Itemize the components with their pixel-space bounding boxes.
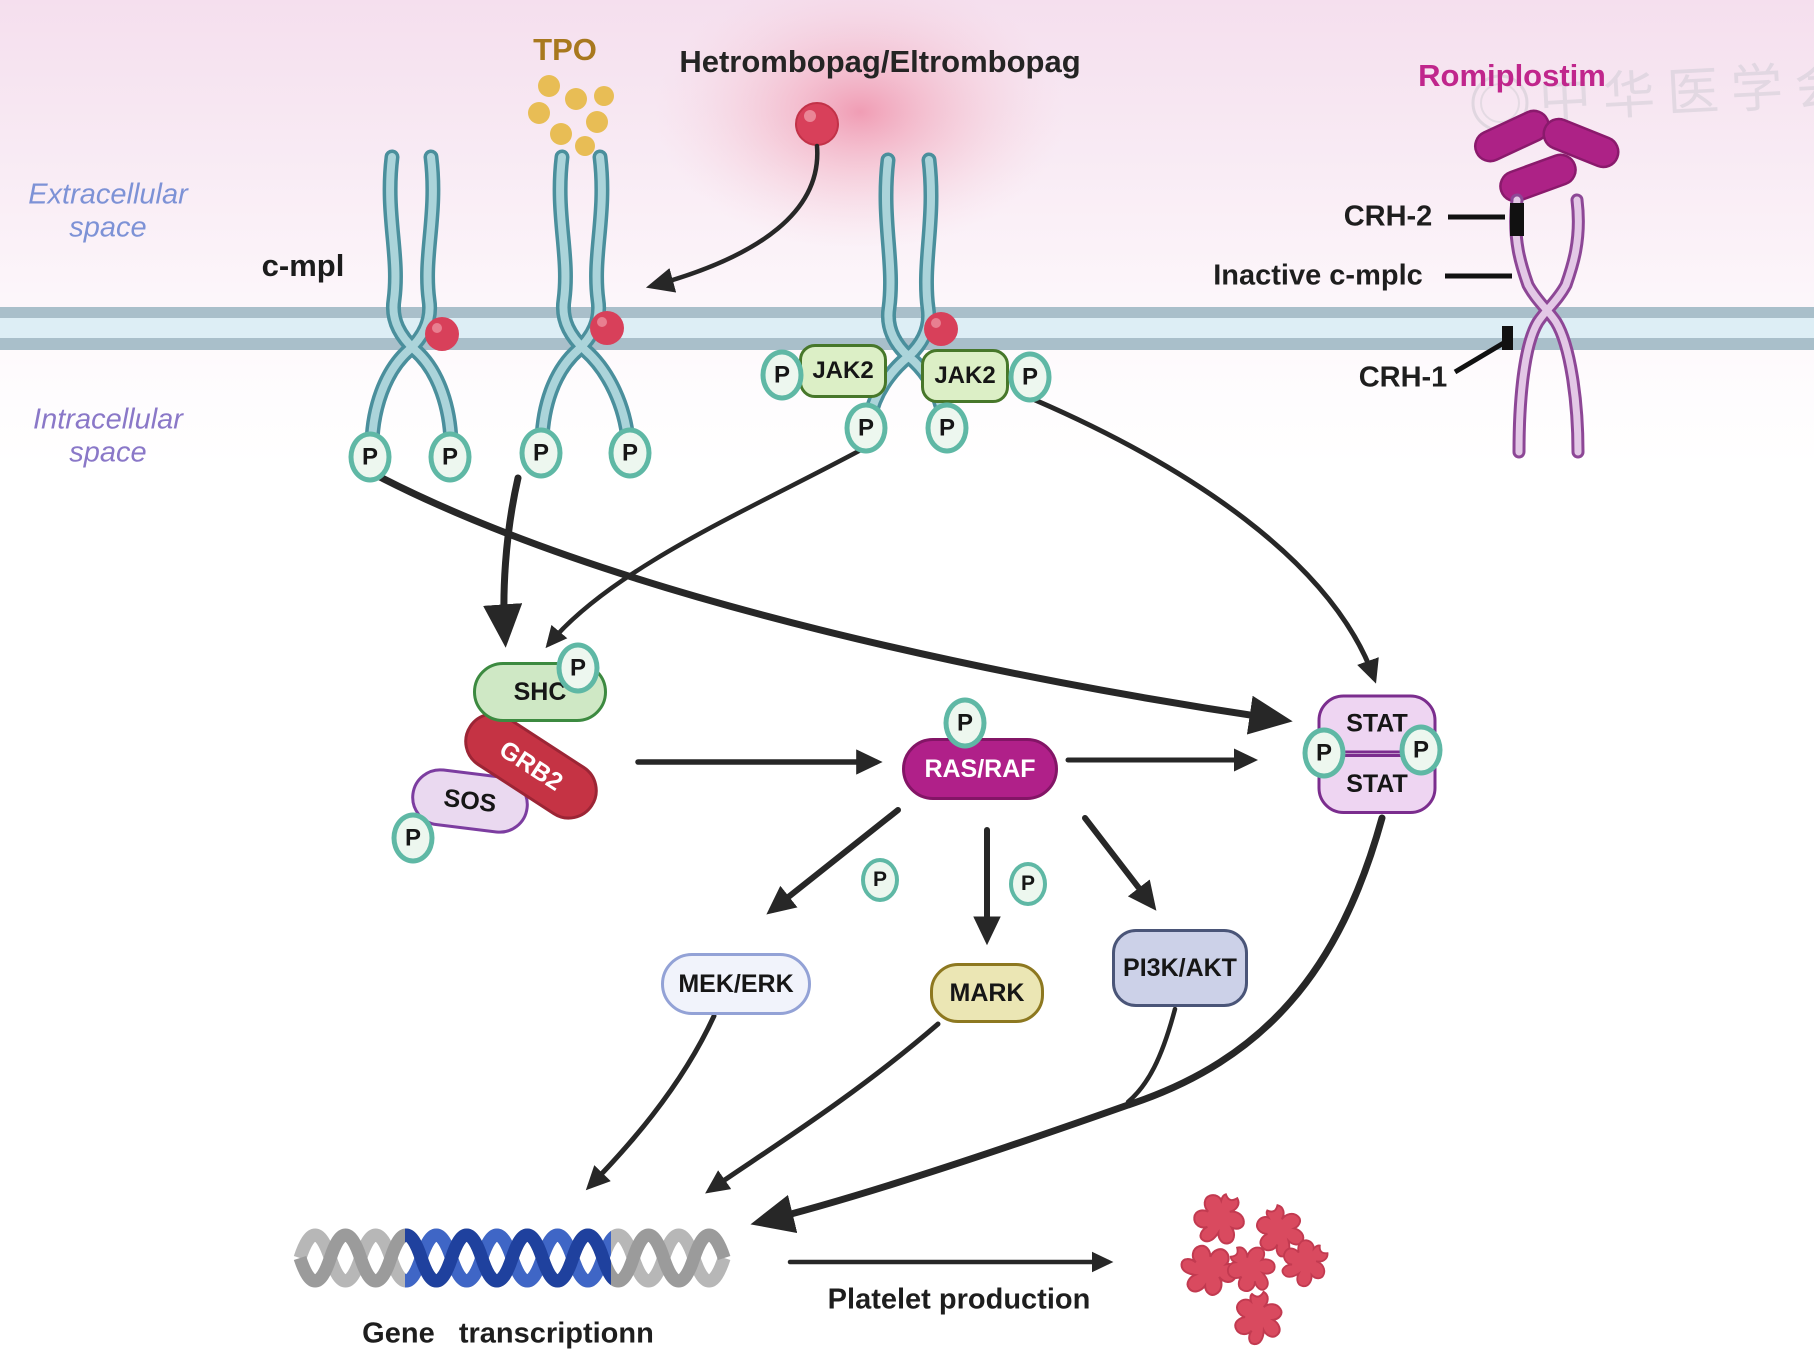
romiplostim-label: Romiplostim [1418, 58, 1606, 94]
arrow-receptor-to-stat-thick [376, 473, 1293, 735]
platelet-production-label: Platelet production [827, 1283, 1091, 1316]
arrow-receptor-to-shc-thick [483, 474, 523, 648]
eltrombopag-ball [795, 102, 839, 146]
intracellular-line1: Intracellular [33, 403, 183, 436]
mark-node: MARK [930, 963, 1044, 1023]
arrow-mekerk-to-dna [585, 1013, 717, 1191]
hetrombopag-label: Hetrombopag/Eltrombopag [679, 44, 1081, 80]
arrow-rasraf-to-mekerk [766, 807, 901, 915]
platelets [1177, 1187, 1338, 1350]
tpo-molecules [528, 75, 614, 156]
intracellular-space-label: Intracellular space [33, 404, 183, 471]
tpo-label: TPO [533, 32, 597, 68]
phospho-badge: P [943, 697, 987, 749]
cmpl-receptor-2 [542, 157, 628, 440]
arrow-eltrombopag-to-receptor [645, 143, 820, 293]
arrow-jak2-to-stat [1032, 397, 1379, 684]
crh2-site-tick [1510, 203, 1524, 236]
phospho-badge: P [1009, 862, 1047, 906]
extracellular-line2: space [69, 212, 147, 244]
extracellular-space-label: Extracellular space [28, 179, 188, 246]
eltrombopag-glow [655, 0, 1065, 250]
phospho-badge: P [861, 858, 899, 902]
jak2-right-box: JAK2 [921, 349, 1009, 403]
crh1-label: CRH-1 [1358, 361, 1448, 394]
jak2-left-box: JAK2 [799, 344, 887, 398]
agonist-ligand-balls [425, 311, 958, 351]
phospho-badge: P [1302, 727, 1346, 779]
phospho-badge: P [428, 431, 472, 483]
phospho-badge: P [760, 349, 804, 401]
phospho-badge: P [556, 642, 600, 694]
phospho-badge: P [519, 427, 563, 479]
cmpl-receptor-1 [372, 157, 451, 442]
pi3kakt-node: PI3K/AKT [1112, 929, 1248, 1007]
crh2-label: CRH-2 [1343, 200, 1433, 233]
rasraf-node: RAS/RAF [902, 738, 1058, 800]
intracellular-line2: space [69, 437, 147, 469]
phospho-badge: P [1008, 351, 1052, 403]
dna-helix [293, 1228, 731, 1288]
signal-arrows [376, 143, 1386, 1273]
arrow-mark-to-dna [705, 1021, 941, 1194]
romiplostim-molecules [1473, 109, 1620, 203]
phospho-badge: P [348, 431, 392, 483]
inactive-cmplc-label: Inactive c-mplc [1213, 259, 1423, 292]
line-pi3k-merge [1125, 1006, 1178, 1105]
mekerk-node: MEK/ERK [661, 953, 811, 1015]
crh1-site-tick [1502, 326, 1513, 350]
cmpl-label: c-mpl [261, 248, 345, 284]
arrow-jak2-to-shc [545, 442, 873, 649]
phospho-badge: P [608, 427, 652, 479]
arrow-rasraf-to-pi3k [1082, 815, 1157, 911]
crh-connectors [1445, 214, 1512, 375]
arrow-stat-to-dna [750, 814, 1386, 1234]
phospho-badge: P [925, 402, 969, 454]
phospho-badge: P [844, 402, 888, 454]
extracellular-line1: Extracellular [28, 178, 188, 211]
gene-transcription-label: Gene transcriptionn [362, 1317, 654, 1350]
phospho-badge: P [1399, 724, 1443, 776]
phospho-badge: P [391, 812, 435, 864]
